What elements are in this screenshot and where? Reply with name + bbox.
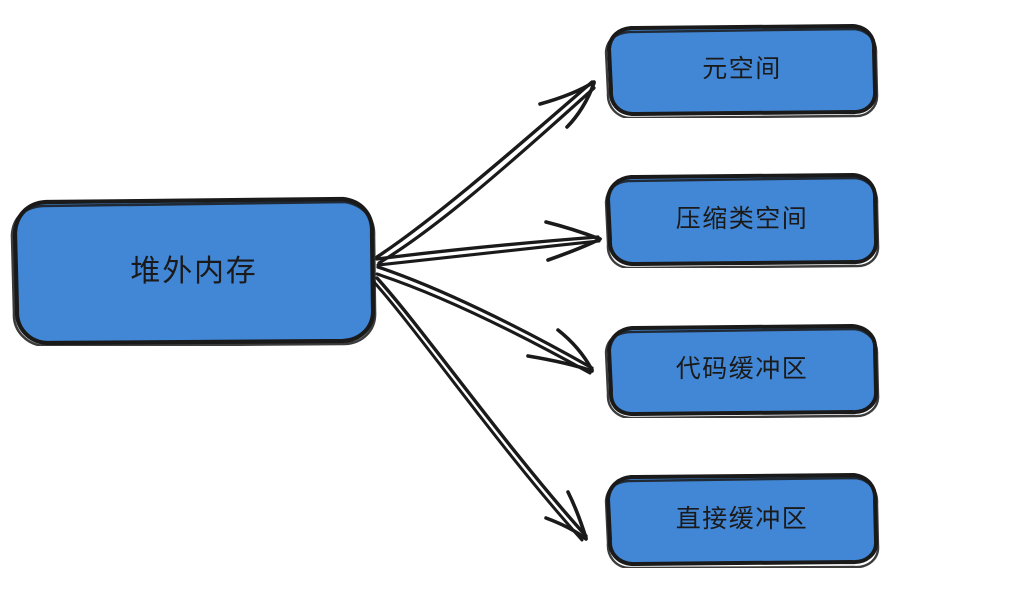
- edge-to-code-cache: [375, 265, 594, 375]
- node-label-direct-buffer: 直接缓冲区: [675, 505, 809, 534]
- node-label-code-cache: 代码缓冲区: [675, 355, 809, 384]
- node-label-off-heap-memory: 堆外内存: [130, 254, 258, 288]
- node-code-cache[interactable]: 代码缓冲区: [604, 322, 880, 418]
- node-direct-buffer[interactable]: 直接缓冲区: [604, 472, 880, 568]
- node-compressed-class-space[interactable]: 压缩类空间: [604, 172, 880, 268]
- edge-to-compressed-class-space: [375, 220, 602, 267]
- node-label-metaspace: 元空间: [702, 55, 782, 84]
- edge-to-metaspace: [375, 80, 596, 265]
- node-label-compressed-class-space: 压缩类空间: [675, 205, 809, 234]
- edge-to-direct-buffer: [372, 276, 588, 542]
- node-off-heap-memory[interactable]: 堆外内存: [10, 196, 378, 346]
- node-metaspace[interactable]: 元空间: [604, 22, 880, 118]
